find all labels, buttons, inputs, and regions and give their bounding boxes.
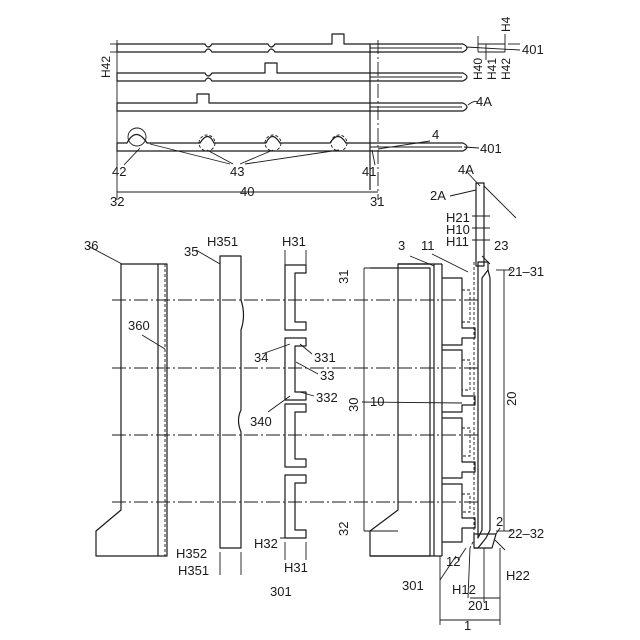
label-33: 33 [320,368,334,383]
label-h31-bottom: H31 [284,560,308,575]
label-32-mid: 32 [336,522,351,536]
label-4a-mid: 4A [458,162,474,177]
label-40: 40 [240,184,254,199]
label-23: 23 [494,238,508,253]
label-22-32: 22–32 [508,526,544,541]
label-34: 34 [254,350,268,365]
part-33 [262,250,318,560]
labels: H4 401 H42 H40 H41 H42 4A 4 401 42 43 41… [84,16,544,633]
label-h11: H11 [446,234,469,249]
label-36: 36 [84,238,98,253]
label-h40: H40 [471,58,485,80]
label-340: 340 [250,414,272,429]
label-2: 2 [496,514,503,529]
label-1: 1 [464,618,471,633]
label-h32: H32 [254,536,278,551]
label-h22: H22 [506,568,530,583]
part-3 [364,254,475,580]
label-h351-bottom: H351 [178,563,209,578]
label-3: 3 [398,238,405,253]
label-360: 360 [128,318,150,333]
part-2 [440,256,512,625]
part-36 [88,246,167,556]
label-42: 42 [112,164,126,179]
label-2a: 2A [430,188,446,203]
bump-43b [265,135,281,151]
bump-43c [331,135,347,151]
label-12: 12 [446,554,460,569]
label-h4: H4 [499,16,513,32]
label-43: 43 [230,164,244,179]
label-332: 332 [316,390,338,405]
label-h41: H41 [485,58,499,80]
label-11: 11 [421,238,435,253]
bump-43a [199,135,215,151]
strip-1 [117,34,467,52]
label-301-right: 301 [402,578,424,593]
label-h42-right: H42 [499,58,513,80]
label-401-top: 401 [522,42,544,57]
label-h352: H352 [176,546,207,561]
label-4a-top: 4A [476,94,492,109]
label-20: 20 [504,392,519,406]
strip-2 [117,63,467,81]
label-h42-left: H42 [99,56,113,78]
label-331: 331 [314,350,336,365]
label-h351-top: H351 [207,234,238,249]
label-41: 41 [362,164,376,179]
label-401-bottom: 401 [480,141,502,156]
label-21-31: 21–31 [508,264,544,279]
label-30: 30 [346,398,361,412]
label-31-top: 31 [370,194,384,209]
label-32-top: 32 [110,194,124,209]
label-h12: H12 [452,582,476,597]
label-4: 4 [432,127,439,142]
label-31-mid: 31 [336,270,351,284]
part-35 [196,250,244,575]
label-201: 201 [468,598,490,613]
label-301-left: 301 [270,584,292,599]
label-h31-top: H31 [282,234,306,249]
label-35: 35 [184,244,198,259]
label-10: 10 [370,394,384,409]
strip-3 [117,94,467,111]
